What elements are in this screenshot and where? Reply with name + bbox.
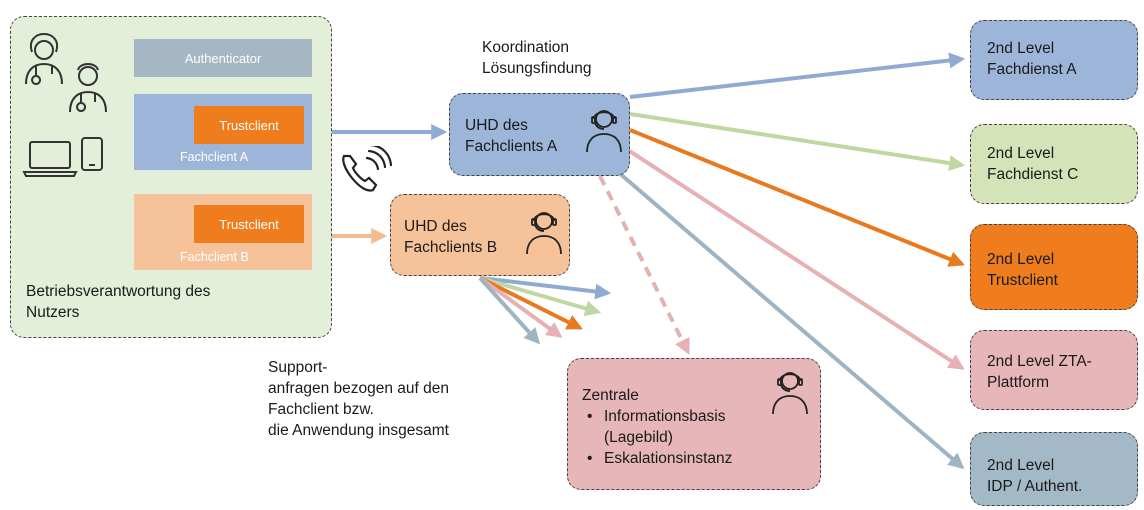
headset-agent-icon — [586, 110, 622, 153]
trustclient-a-label: Trustclient — [219, 117, 279, 133]
second-level-zta-label: 2nd Level ZTA- Plattform — [987, 353, 1092, 391]
doctor-icon — [25, 32, 63, 85]
uhd-b-label: UHD des Fachclients B — [404, 218, 498, 256]
support-note: Support- anfragen bezogen auf den Fachcl… — [268, 359, 449, 439]
fachclient-a-label: Fachclient A — [180, 150, 249, 164]
arrow-uhd-a-to-zta — [626, 148, 965, 370]
coordination-label: Koordination Lösungsfindung — [482, 39, 592, 77]
phone-icon — [342, 146, 392, 192]
central-bullet-2: Eskalationsinstanz — [587, 448, 732, 469]
arrow-uhd-a-to-fachdienst-c — [629, 112, 966, 171]
arrow-uhd-a-to-idp — [616, 170, 965, 470]
second-level-trustclient-label: 2nd Level Trustclient — [987, 251, 1058, 289]
fachclient-b-label: Fachclient B — [180, 250, 249, 264]
uhd-b-box — [390, 194, 570, 276]
arrow-uhd-a-to-trustclient — [629, 128, 965, 267]
trustclient-b-box: Trustclient — [194, 205, 304, 243]
trustclient-b-label: Trustclient — [219, 216, 279, 232]
arrow-uhd-b-fan-green — [479, 276, 602, 317]
second-level-trustclient — [970, 224, 1138, 310]
arrow-uhd-b-fan-slate — [478, 276, 541, 345]
headset-agent-icon — [772, 372, 808, 415]
second-level-fachdienst-c-label: 2nd Level Fachdienst C — [987, 145, 1079, 183]
tablet-icon — [81, 137, 103, 171]
uhd-a-label: UHD des Fachclients A — [465, 117, 558, 155]
authenticator-box: Authenticator — [134, 39, 312, 77]
central-title: Zentrale — [582, 387, 639, 404]
arrow-uhd-b-fan-blue — [479, 276, 612, 300]
trustclient-a-box: Trustclient — [194, 106, 304, 144]
laptop-icon — [22, 141, 78, 177]
nurse-icon — [69, 63, 107, 113]
second-level-fachdienst-a — [970, 20, 1138, 100]
second-level-idp — [970, 432, 1138, 506]
headset-agent-icon — [526, 212, 562, 255]
second-level-idp-label: 2nd Level IDP / Authent. — [987, 457, 1083, 495]
arrow-uhd-a-to-zentrale — [598, 175, 690, 355]
second-level-fachdienst-a-label: 2nd Level Fachdienst A — [987, 40, 1077, 78]
central-bullet-1: Informationsbasis (Lagebild) — [587, 406, 732, 448]
user-env-caption: Betriebsverantwortung des Nutzers — [26, 283, 211, 321]
second-level-fachdienst-c — [970, 124, 1138, 204]
arrow-uhd-b-fan-pink — [478, 276, 563, 338]
second-level-zta — [970, 330, 1138, 410]
arrow-uhd-b-fan-orange — [479, 276, 583, 330]
authenticator-label: Authenticator — [184, 50, 262, 66]
arrow-uhd-a-to-fachdienst-a — [629, 52, 966, 99]
central-content: Zentrale Informationsbasis (Lagebild) Es… — [582, 385, 732, 469]
